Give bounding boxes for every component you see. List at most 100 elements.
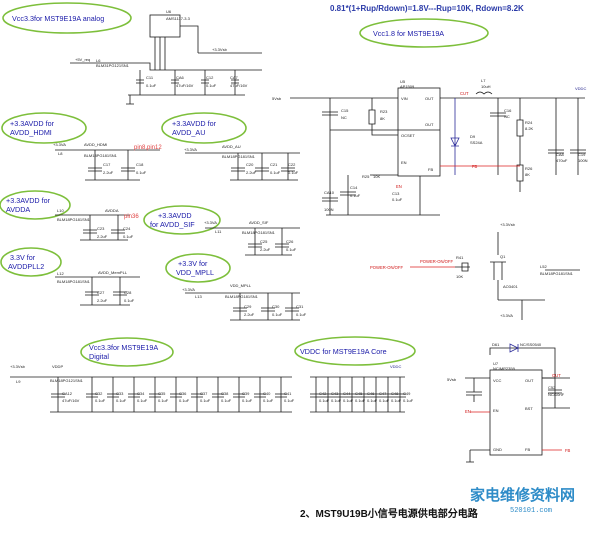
bubble-vddc-core-text: VDDC for MST9E19A Core bbox=[300, 347, 387, 356]
c31-val: 0.1uF bbox=[296, 312, 307, 317]
l13-ref: L13 bbox=[195, 294, 202, 299]
capacitor-ref: C40 bbox=[263, 391, 271, 396]
capacitor-ref: C47 bbox=[379, 391, 387, 396]
pin8-12-note: pin8,pin12 bbox=[134, 145, 162, 151]
c17-ref: C17 bbox=[103, 162, 111, 167]
capacitor-ref: C39 bbox=[242, 391, 250, 396]
l12-ref: L12 bbox=[57, 271, 64, 276]
u6-pins bbox=[154, 37, 166, 70]
bubble-avdd-hdmi-text-1: +3.3AVDD for bbox=[10, 119, 55, 128]
avdda-caps bbox=[80, 215, 128, 241]
capacitor-value: 0.1uF bbox=[200, 398, 211, 403]
l6-part: BLM31PG121SN1 bbox=[96, 63, 130, 68]
p33vsb-label-1: +3.3Vsb bbox=[212, 47, 228, 52]
capacitor-ref: C36 bbox=[179, 391, 187, 396]
capacitor-symbol bbox=[334, 377, 346, 412]
input-rail bbox=[70, 62, 262, 71]
v5vsb-label: 5Vsb bbox=[272, 96, 282, 101]
capacitor-ref: C42 bbox=[319, 391, 327, 396]
avddpll-caps bbox=[80, 277, 130, 306]
d9-diode bbox=[450, 98, 460, 175]
capacitor-value: 0.1uF bbox=[379, 398, 390, 403]
capacitor-symbol bbox=[382, 377, 394, 412]
capacitor-ref: C33 bbox=[116, 391, 124, 396]
ca8-val: 470uF bbox=[556, 158, 568, 163]
vdd-mpll-caps bbox=[230, 293, 300, 321]
digital-vsb: +3.3Vsb bbox=[10, 364, 26, 369]
ca10-val: 100N bbox=[324, 207, 334, 212]
figure-caption: 2、MST9U19B小信号电源供电部分电路 bbox=[300, 507, 479, 520]
capacitor-symbol bbox=[191, 377, 203, 412]
capacitor-value: 0.1uF bbox=[95, 398, 106, 403]
capacitor-symbol bbox=[370, 377, 382, 412]
capacitor-ref: C46 bbox=[367, 391, 375, 396]
c12-ref: C12 bbox=[206, 75, 214, 80]
c29-ref: C29 bbox=[244, 304, 252, 309]
vddc-label-1: VDDC bbox=[575, 86, 586, 91]
pin36-note: pin36 bbox=[124, 214, 139, 220]
bubble-vdd-mpll bbox=[165, 253, 231, 283]
core-cap-bank: C420.1uFC430.1uFC440.1uFC450.1uFC460.1uF… bbox=[310, 377, 414, 412]
c24-ref: C24 bbox=[123, 226, 131, 231]
p33va-label: +3.3VA bbox=[500, 313, 513, 318]
c15-ref: C15 bbox=[341, 108, 349, 113]
capacitor-value: 0.1uF bbox=[403, 398, 414, 403]
avdd-hdmi-vsb: +3.3VA bbox=[53, 142, 66, 147]
capacitor-value: 0.1uF bbox=[242, 398, 253, 403]
l52-part: BLM18PG181SN1 bbox=[540, 271, 574, 276]
l12-part: BLM18PG181SN1 bbox=[57, 279, 91, 284]
u5-part: AP1509 bbox=[400, 84, 415, 89]
c20-val: 2.2uF bbox=[246, 170, 257, 175]
avdd-hdmi-net: AVDD_HDMI bbox=[84, 142, 107, 147]
l10-ref: L10 bbox=[57, 208, 64, 213]
c20-ref: C20 bbox=[246, 162, 254, 167]
out-caps bbox=[548, 98, 586, 175]
c14-val: 0.1uF bbox=[350, 193, 361, 198]
bubble-avdda-text-2: AVDDA bbox=[6, 205, 30, 214]
bubble-vdd-mpll-text-2: VDD_MPLL bbox=[176, 268, 214, 277]
l7-val: 10uH bbox=[481, 84, 491, 89]
ca12-cap bbox=[50, 377, 292, 413]
u7-part: NC/MP2359 bbox=[493, 366, 516, 371]
l6-ref: L6 bbox=[96, 58, 101, 63]
c52-ref: C52 bbox=[548, 385, 556, 390]
c18-val: 0.1uF bbox=[136, 170, 147, 175]
q1-part: AO3401 bbox=[503, 284, 518, 289]
u6-ref: U6 bbox=[166, 9, 172, 14]
bubble-vcc33-digital-text-2: Digital bbox=[89, 352, 109, 361]
r24-val: 8.2K bbox=[525, 126, 534, 131]
bubble-avdd-sif-text-1: +3.3AVDD bbox=[158, 211, 192, 220]
bubble-vcc33-digital-text-1: Vcc3.3for MST9E19A bbox=[89, 343, 158, 352]
watermark-url: 520101.com bbox=[510, 507, 552, 515]
u5-out1: OUT bbox=[425, 96, 434, 101]
c23-val: 2.2uF bbox=[97, 234, 108, 239]
capacitor-symbol bbox=[233, 377, 245, 412]
c15-val: NC bbox=[341, 115, 347, 120]
u7-vcc: VCC bbox=[493, 378, 502, 383]
c13-val: 0.1uF bbox=[392, 197, 403, 202]
c24-val: 0.1uF bbox=[123, 234, 134, 239]
capacitor-ref: C49 bbox=[403, 391, 411, 396]
c27-ref: C27 bbox=[97, 290, 105, 295]
l7-ref: L7 bbox=[481, 78, 486, 83]
bubble-vcc18 bbox=[359, 18, 489, 48]
d61-ref: D61 bbox=[492, 342, 500, 347]
avdd-au-net: AVDD_AU bbox=[222, 144, 241, 149]
capacitor-ref: C37 bbox=[200, 391, 208, 396]
bubble-avdd-au bbox=[161, 112, 247, 144]
capacitor-ref: C38 bbox=[221, 391, 229, 396]
bubble-avdda bbox=[0, 190, 71, 220]
capacitor-value: 0.1uF bbox=[343, 398, 354, 403]
p5v-req-label: +5V_req bbox=[75, 57, 90, 62]
c52-wire bbox=[542, 377, 570, 409]
avdd-sif-net: AVDD_SIF bbox=[249, 220, 269, 225]
capacitor-value: 0.1uF bbox=[284, 398, 295, 403]
c25-val: 2.2uF bbox=[260, 247, 271, 252]
feedback-divider bbox=[516, 98, 524, 192]
r26-val: 8K bbox=[525, 172, 530, 177]
d61-diode bbox=[509, 343, 519, 353]
capacitor-value: 0.1uF bbox=[331, 398, 342, 403]
u7-ref: U7 bbox=[493, 361, 499, 366]
avdd-sif-caps bbox=[245, 228, 292, 256]
c12-val: 0.1uF bbox=[206, 83, 217, 88]
